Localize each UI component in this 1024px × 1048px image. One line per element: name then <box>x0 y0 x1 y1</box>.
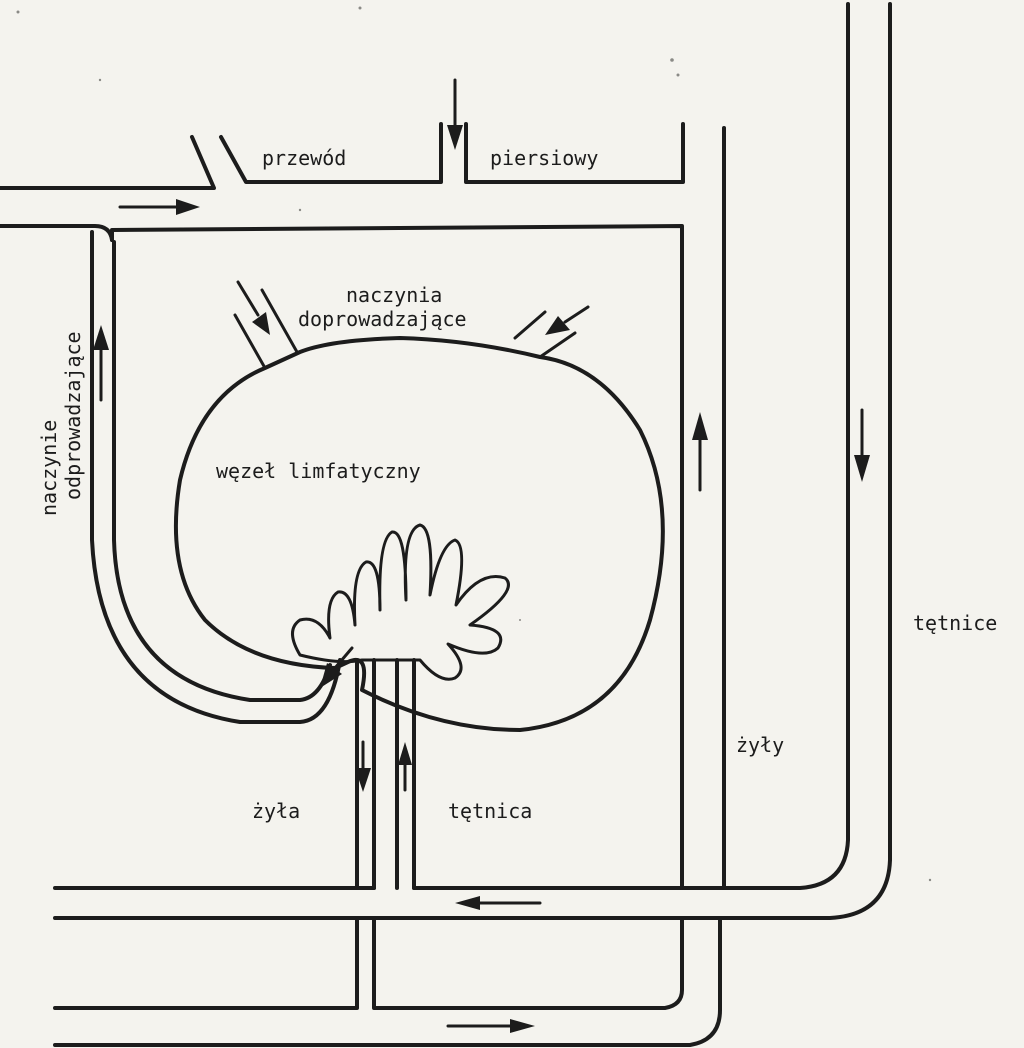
lymph-node <box>173 288 665 732</box>
arrow-diagonal-icon <box>252 312 270 335</box>
lymph-loop <box>90 224 684 890</box>
afferent-label-line1: naczynia <box>346 283 442 307</box>
arrow-diagonal-icon <box>333 646 354 670</box>
flow-arrows <box>93 78 870 1033</box>
arrow-right-icon <box>176 199 200 215</box>
arrow-left-icon <box>455 896 480 910</box>
efferent-label-line1: naczynie <box>37 420 61 516</box>
main-vessels <box>53 2 892 1047</box>
afferent-label-line2: doprowadzające <box>298 307 467 331</box>
vein-label: żyła <box>252 799 300 823</box>
arrow-up-icon <box>93 325 109 350</box>
arrow-up-icon <box>692 412 708 440</box>
artery-label: tętnica <box>448 799 532 823</box>
arrow-diagonal-icon <box>563 305 590 324</box>
duct-label-right: piersiowy <box>490 146 598 170</box>
arteries-label: tętnice <box>913 611 997 635</box>
veins-label: żyły <box>736 733 784 757</box>
hilum-vessels <box>355 658 416 890</box>
arrow-diagonal-icon <box>545 316 570 335</box>
arrow-diagonal-icon <box>236 280 260 317</box>
node-label: węzeł limfatyczny <box>216 459 421 483</box>
arrow-down-icon <box>854 455 870 482</box>
paper-texture <box>16 6 932 882</box>
thoracic-duct <box>0 122 685 242</box>
arrow-down-icon <box>355 768 371 792</box>
arrow-down-icon <box>447 125 463 150</box>
arrow-diagonal-icon <box>320 663 342 688</box>
arrow-right-icon <box>510 1019 535 1033</box>
efferent-label-line2: odprowadzające <box>61 331 85 500</box>
arrow-up-icon <box>398 742 412 765</box>
duct-label-left: przewód <box>262 146 346 170</box>
